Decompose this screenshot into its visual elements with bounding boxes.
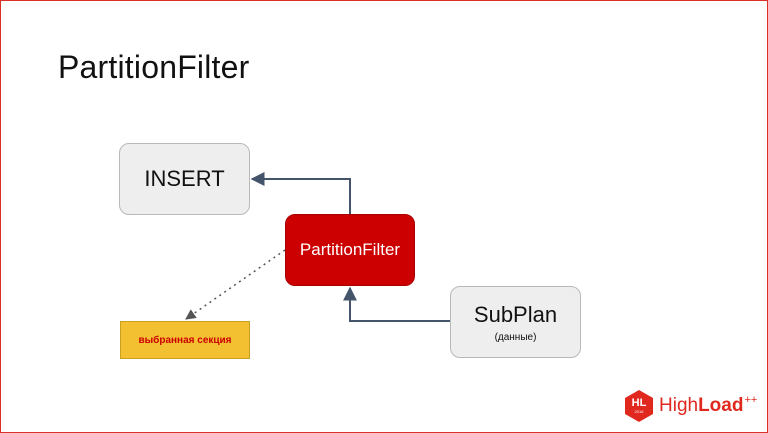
partition-filter-label: PartitionFilter bbox=[299, 240, 401, 259]
brand-word-high: High bbox=[659, 395, 699, 416]
hl-hexagon-icon: HL 2016 bbox=[623, 389, 655, 423]
arrow-subplan-to-partitionfilter bbox=[343, 286, 450, 322]
insert-node: INSERT bbox=[119, 143, 250, 215]
dotted-arrow-to-selected-section bbox=[185, 249, 286, 320]
brand-superscript: ++ bbox=[744, 394, 758, 406]
arrow-partitionfilter-to-insert bbox=[250, 172, 351, 214]
subplan-node: SubPlan (данные) bbox=[450, 286, 581, 358]
selected-section-box: выбранная секция bbox=[120, 321, 250, 359]
brand-wordmark: HighLoad++ bbox=[659, 394, 758, 417]
highload-logo: HL 2016 HighLoad++ bbox=[623, 389, 757, 425]
selected-section-label: выбранная секция bbox=[138, 334, 232, 346]
brand-word-load: Load bbox=[698, 395, 744, 416]
partition-filter-node: PartitionFilter bbox=[285, 214, 415, 286]
subplan-sublabel: (данные) bbox=[494, 331, 537, 343]
slide-title: PartitionFilter bbox=[58, 49, 250, 85]
hl-badge-text: HL bbox=[631, 397, 647, 409]
insert-label: INSERT bbox=[144, 166, 225, 191]
hl-badge-year: 2016 bbox=[634, 409, 644, 414]
subplan-label: SubPlan bbox=[473, 301, 558, 327]
